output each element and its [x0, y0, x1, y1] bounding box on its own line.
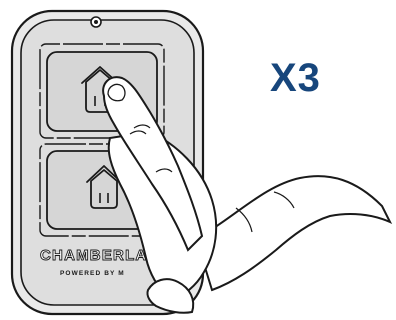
- press-count-label: X3: [270, 58, 321, 98]
- hand-wrist: [196, 176, 390, 290]
- brand-tagline: POWERED BY M: [60, 270, 125, 277]
